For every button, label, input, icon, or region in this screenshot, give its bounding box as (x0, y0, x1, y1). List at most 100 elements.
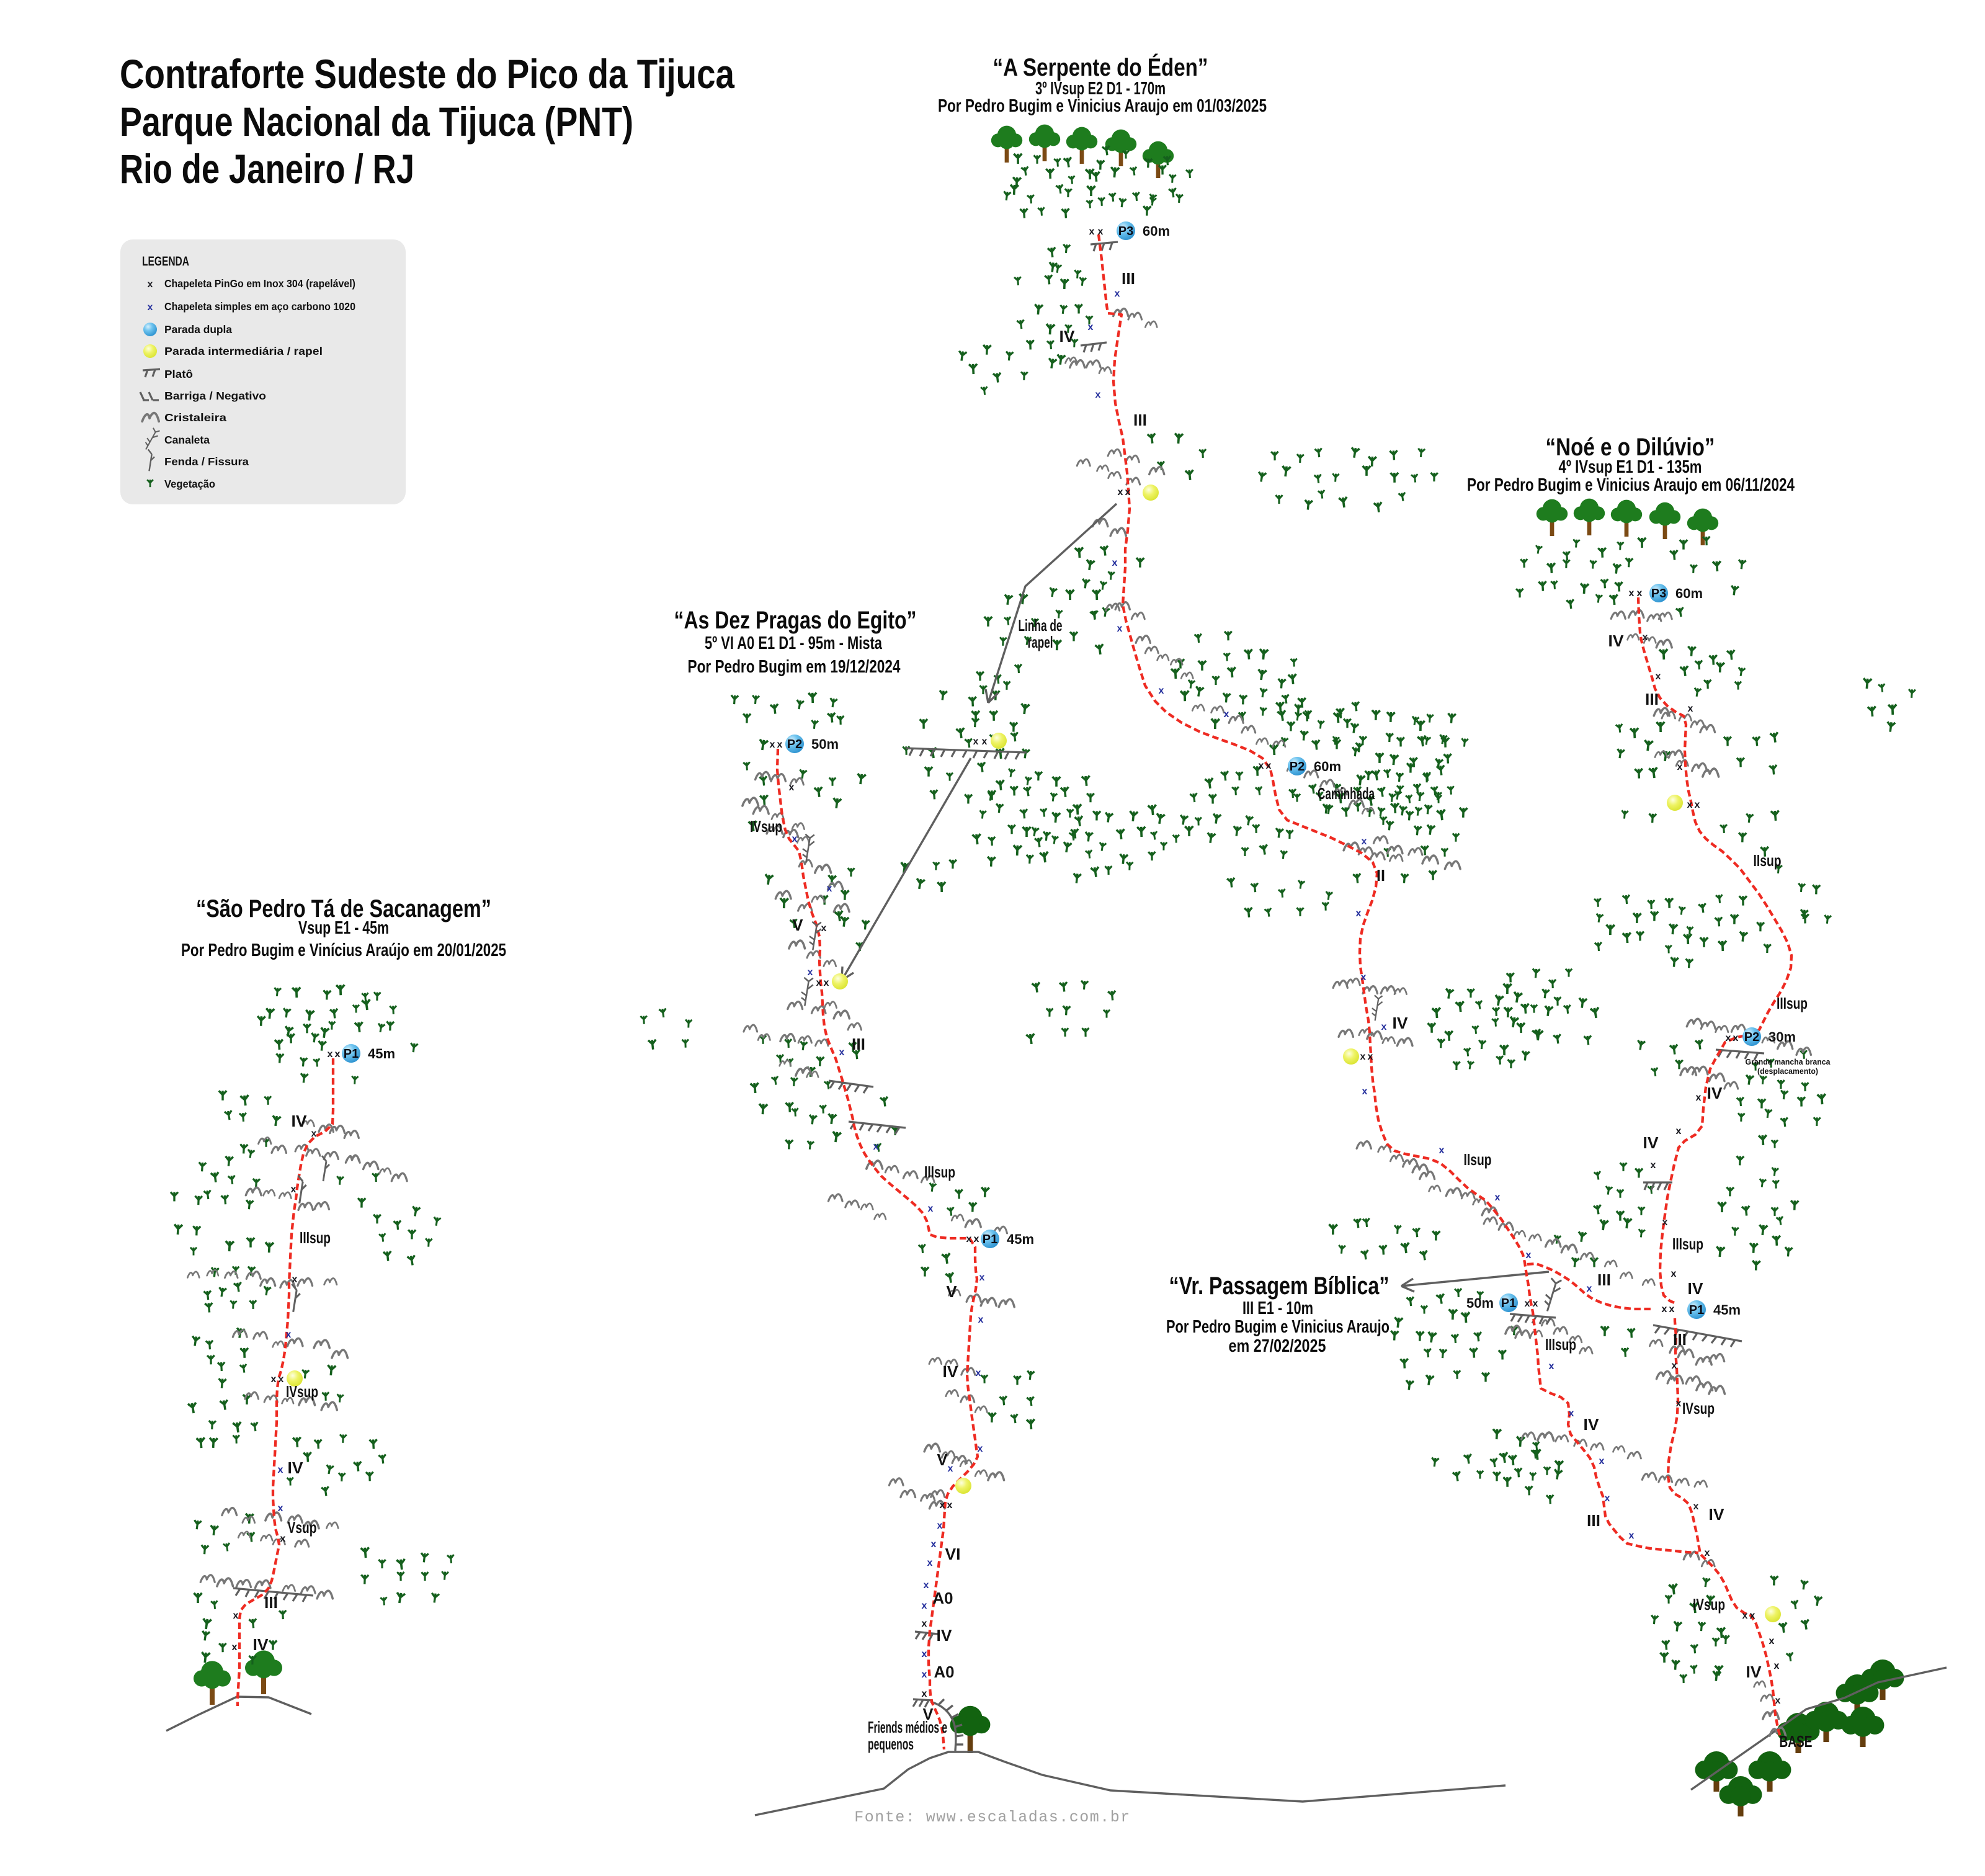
svg-text:Rio de Janeiro / RJ: Rio de Janeiro / RJ (120, 146, 414, 192)
svg-text:x: x (931, 1539, 937, 1550)
svg-text:Parada intermediária / rapel: Parada intermediária / rapel (164, 345, 323, 357)
svg-text:IV: IV (1643, 1133, 1659, 1152)
svg-text:Vsup: Vsup (288, 1518, 317, 1537)
svg-text:x: x (1362, 836, 1367, 847)
svg-text:V: V (793, 916, 804, 934)
svg-text:45m: 45m (368, 1046, 395, 1061)
svg-text:x: x (1125, 487, 1131, 498)
svg-text:Fonte: www.escaladas.com.br: Fonte: www.escaladas.com.br (854, 1808, 1131, 1826)
svg-text:III: III (1645, 690, 1659, 708)
svg-text:x: x (148, 279, 153, 290)
svg-text:IVsup: IVsup (1693, 1595, 1725, 1614)
svg-text:x: x (839, 1047, 845, 1058)
svg-text:IIsup: IIsup (1754, 851, 1782, 870)
svg-text:Linha de: Linha de (1019, 616, 1063, 635)
svg-text:x: x (1769, 1636, 1775, 1646)
svg-text:x: x (291, 1184, 297, 1195)
svg-text:x: x (947, 1500, 953, 1511)
svg-text:Contraforte Sudeste do Pico da: Contraforte Sudeste do Pico da Tijuca (120, 51, 735, 97)
svg-text:x: x (1112, 558, 1118, 568)
svg-text:x: x (1605, 1493, 1610, 1504)
svg-text:“Noé e o Dilúvio”: “Noé e o Dilúvio” (1546, 434, 1715, 461)
svg-text:x: x (1362, 1086, 1368, 1097)
svg-text:x: x (928, 1204, 934, 1214)
svg-text:x: x (280, 1534, 286, 1544)
svg-text:x: x (937, 1521, 943, 1531)
svg-text:x: x (1733, 1033, 1739, 1043)
svg-text:IV: IV (943, 1362, 959, 1381)
svg-text:x: x (1693, 1501, 1699, 1512)
svg-text:x: x (278, 1465, 283, 1475)
svg-text:III: III (1597, 1271, 1611, 1289)
svg-text:Grande mancha branca: Grande mancha branca (1746, 1057, 1831, 1066)
svg-text:x: x (1159, 686, 1164, 696)
svg-text:IV: IV (1584, 1415, 1600, 1434)
svg-text:BASE: BASE (1780, 1732, 1813, 1751)
svg-text:Por Pedro Bugim e Vinicius Ara: Por Pedro Bugim e Vinicius Araujo em 01/… (938, 96, 1267, 116)
svg-text:Parque Nacional da Tijuca (PNT: Parque Nacional da Tijuca (PNT) (120, 99, 633, 145)
svg-text:IVsup: IVsup (286, 1382, 318, 1401)
svg-text:x: x (1688, 704, 1693, 714)
svg-text:x: x (1569, 1408, 1574, 1419)
svg-text:Chapeleta PinGo em Inox 304 (r: Chapeleta PinGo em Inox 304 (rapelável) (164, 277, 355, 290)
svg-text:Por Pedro Bugim e Vinicius Ara: Por Pedro Bugim e Vinicius Araujo (1166, 1317, 1390, 1337)
svg-text:45m: 45m (1713, 1302, 1741, 1318)
svg-text:x: x (1526, 1250, 1532, 1261)
svg-text:VI: VI (945, 1545, 961, 1563)
svg-text:x: x (233, 1610, 239, 1621)
svg-text:P3: P3 (1651, 587, 1666, 601)
svg-text:50m: 50m (1466, 1295, 1494, 1311)
svg-text:x: x (1742, 1610, 1748, 1621)
svg-text:x: x (328, 1049, 333, 1060)
svg-text:Fenda / Fissura: Fenda / Fissura (164, 455, 249, 468)
svg-text:x: x (279, 1374, 284, 1385)
svg-text:x: x (948, 1463, 953, 1474)
svg-text:IV: IV (1608, 632, 1625, 650)
svg-text:x: x (777, 739, 783, 750)
svg-text:Vegetação: Vegetação (164, 478, 215, 490)
svg-text:P1: P1 (344, 1047, 359, 1061)
svg-text:“Vr. Passagem Bíblica”: “Vr. Passagem Bíblica” (1169, 1272, 1390, 1300)
svg-text:x: x (1118, 487, 1123, 498)
svg-text:Caminhada: Caminhada (1318, 784, 1375, 803)
svg-text:Canaleta: Canaleta (164, 434, 210, 446)
svg-text:IIsup: IIsup (1464, 1150, 1492, 1169)
svg-text:x: x (821, 923, 827, 934)
svg-text:x: x (1356, 908, 1362, 919)
svg-text:IV: IV (1059, 327, 1076, 346)
svg-text:x: x (922, 1689, 927, 1699)
svg-text:P1: P1 (1501, 1297, 1516, 1310)
svg-text:Chapeleta simples em aço carbo: Chapeleta simples em aço carbono 1020 (164, 300, 355, 313)
svg-text:x: x (974, 1234, 979, 1244)
svg-text:x: x (335, 1049, 341, 1060)
svg-text:IIIsup: IIIsup (924, 1163, 955, 1181)
svg-text:IIIsup: IIIsup (300, 1228, 331, 1247)
svg-text:x: x (1677, 762, 1683, 772)
svg-text:IVsup: IVsup (750, 817, 782, 836)
svg-text:x: x (1259, 761, 1264, 771)
svg-text:P2: P2 (787, 738, 802, 751)
svg-text:60m: 60m (1675, 586, 1703, 601)
svg-text:x: x (1098, 226, 1104, 237)
svg-text:x: x (1587, 1284, 1592, 1294)
svg-text:x: x (1643, 632, 1648, 643)
svg-text:A0: A0 (933, 1589, 953, 1607)
svg-text:(desplacamento): (desplacamento) (1757, 1066, 1818, 1076)
svg-text:Por Pedro Bugim em 19/12/2024: Por Pedro Bugim em 19/12/2024 (688, 657, 901, 677)
svg-text:x: x (922, 1619, 927, 1629)
svg-text:x: x (1750, 1610, 1755, 1621)
svg-text:x: x (973, 736, 979, 747)
svg-text:“São Pedro Tá de Sacanagem”: “São Pedro Tá de Sacanagem” (196, 895, 491, 922)
svg-text:x: x (271, 1374, 277, 1385)
svg-text:III: III (1122, 269, 1135, 288)
svg-text:x: x (976, 1368, 981, 1378)
svg-text:x: x (1439, 1145, 1445, 1156)
svg-text:x: x (1629, 588, 1635, 599)
svg-text:III E1 - 10m: III E1 - 10m (1242, 1298, 1313, 1318)
svg-text:60m: 60m (1314, 759, 1341, 774)
svg-text:45m: 45m (1007, 1231, 1034, 1247)
svg-text:x: x (792, 834, 798, 844)
svg-text:x: x (966, 1234, 972, 1244)
svg-text:Friends médios e: Friends médios e (868, 1718, 947, 1736)
svg-text:x: x (1671, 1269, 1677, 1279)
